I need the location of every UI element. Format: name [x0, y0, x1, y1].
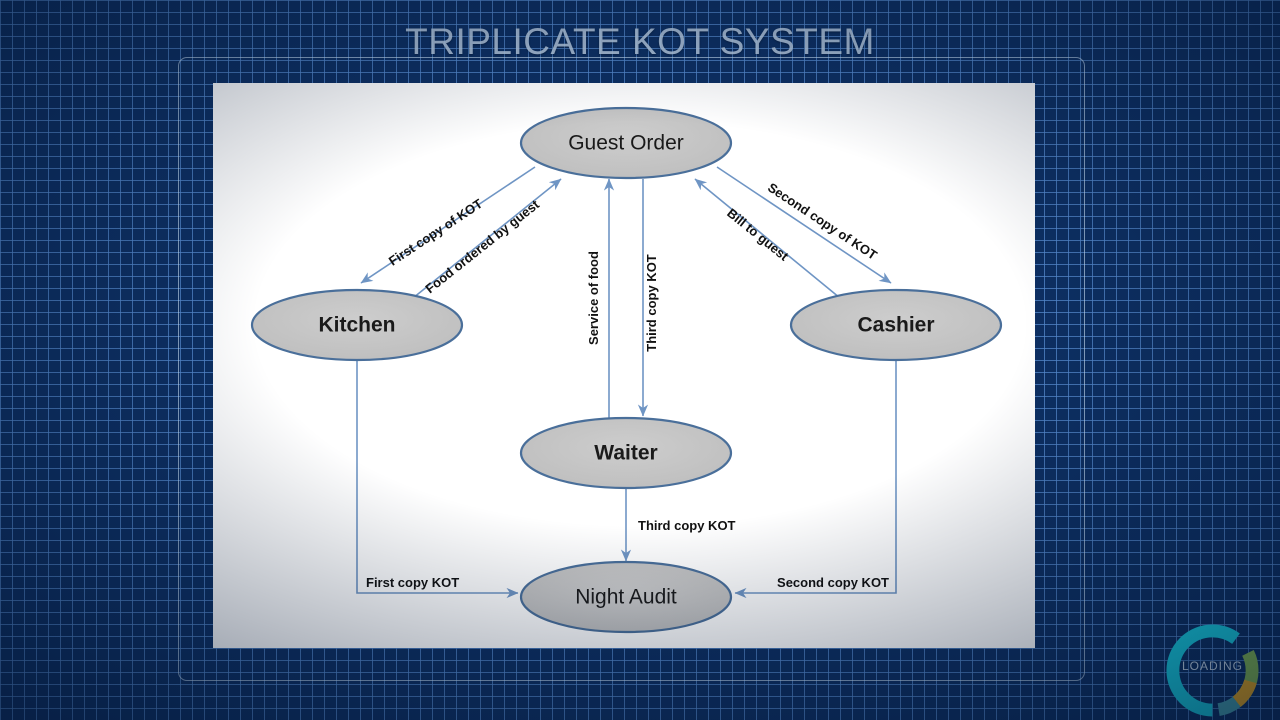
node-cashier[interactable]: Cashier [789, 288, 1003, 362]
diagram-panel: First copy of KOT Food ordered by guest … [213, 83, 1035, 648]
edge-label-kitchen-to-audit: First copy KOT [366, 575, 459, 590]
edge-label-waiter-to-audit: Third copy KOT [638, 518, 736, 533]
kot-flow-diagram: First copy of KOT Food ordered by guest … [250, 106, 1003, 634]
page-title: TRIPLICATE KOT SYSTEM [405, 21, 875, 62]
node-night-audit[interactable]: Night Audit [519, 560, 733, 634]
edge-cashier-to-audit [734, 361, 897, 599]
edge-label-waiter-to-guest: Service of food [586, 251, 601, 345]
loading-spinner-icon [1166, 624, 1259, 717]
node-label-waiter: Waiter [594, 442, 657, 465]
node-kitchen[interactable]: Kitchen [250, 288, 464, 362]
node-guest-order[interactable]: Guest Order [519, 106, 733, 180]
node-label-kitchen: Kitchen [318, 314, 395, 337]
node-waiter[interactable]: Waiter [519, 416, 733, 490]
edge-label-cashier-to-guest: Bill to guest [724, 205, 792, 264]
node-label-guest-order: Guest Order [568, 132, 684, 155]
edge-label-cashier-to-audit: Second copy KOT [777, 575, 889, 590]
edge-kitchen-to-audit [356, 361, 519, 599]
edge-label-guest-to-waiter: Third copy KOT [644, 254, 659, 352]
node-label-night-audit: Night Audit [575, 586, 677, 609]
node-label-cashier: Cashier [857, 314, 934, 337]
edge-label-kitchen-to-guest: Food ordered by guest [422, 196, 542, 296]
